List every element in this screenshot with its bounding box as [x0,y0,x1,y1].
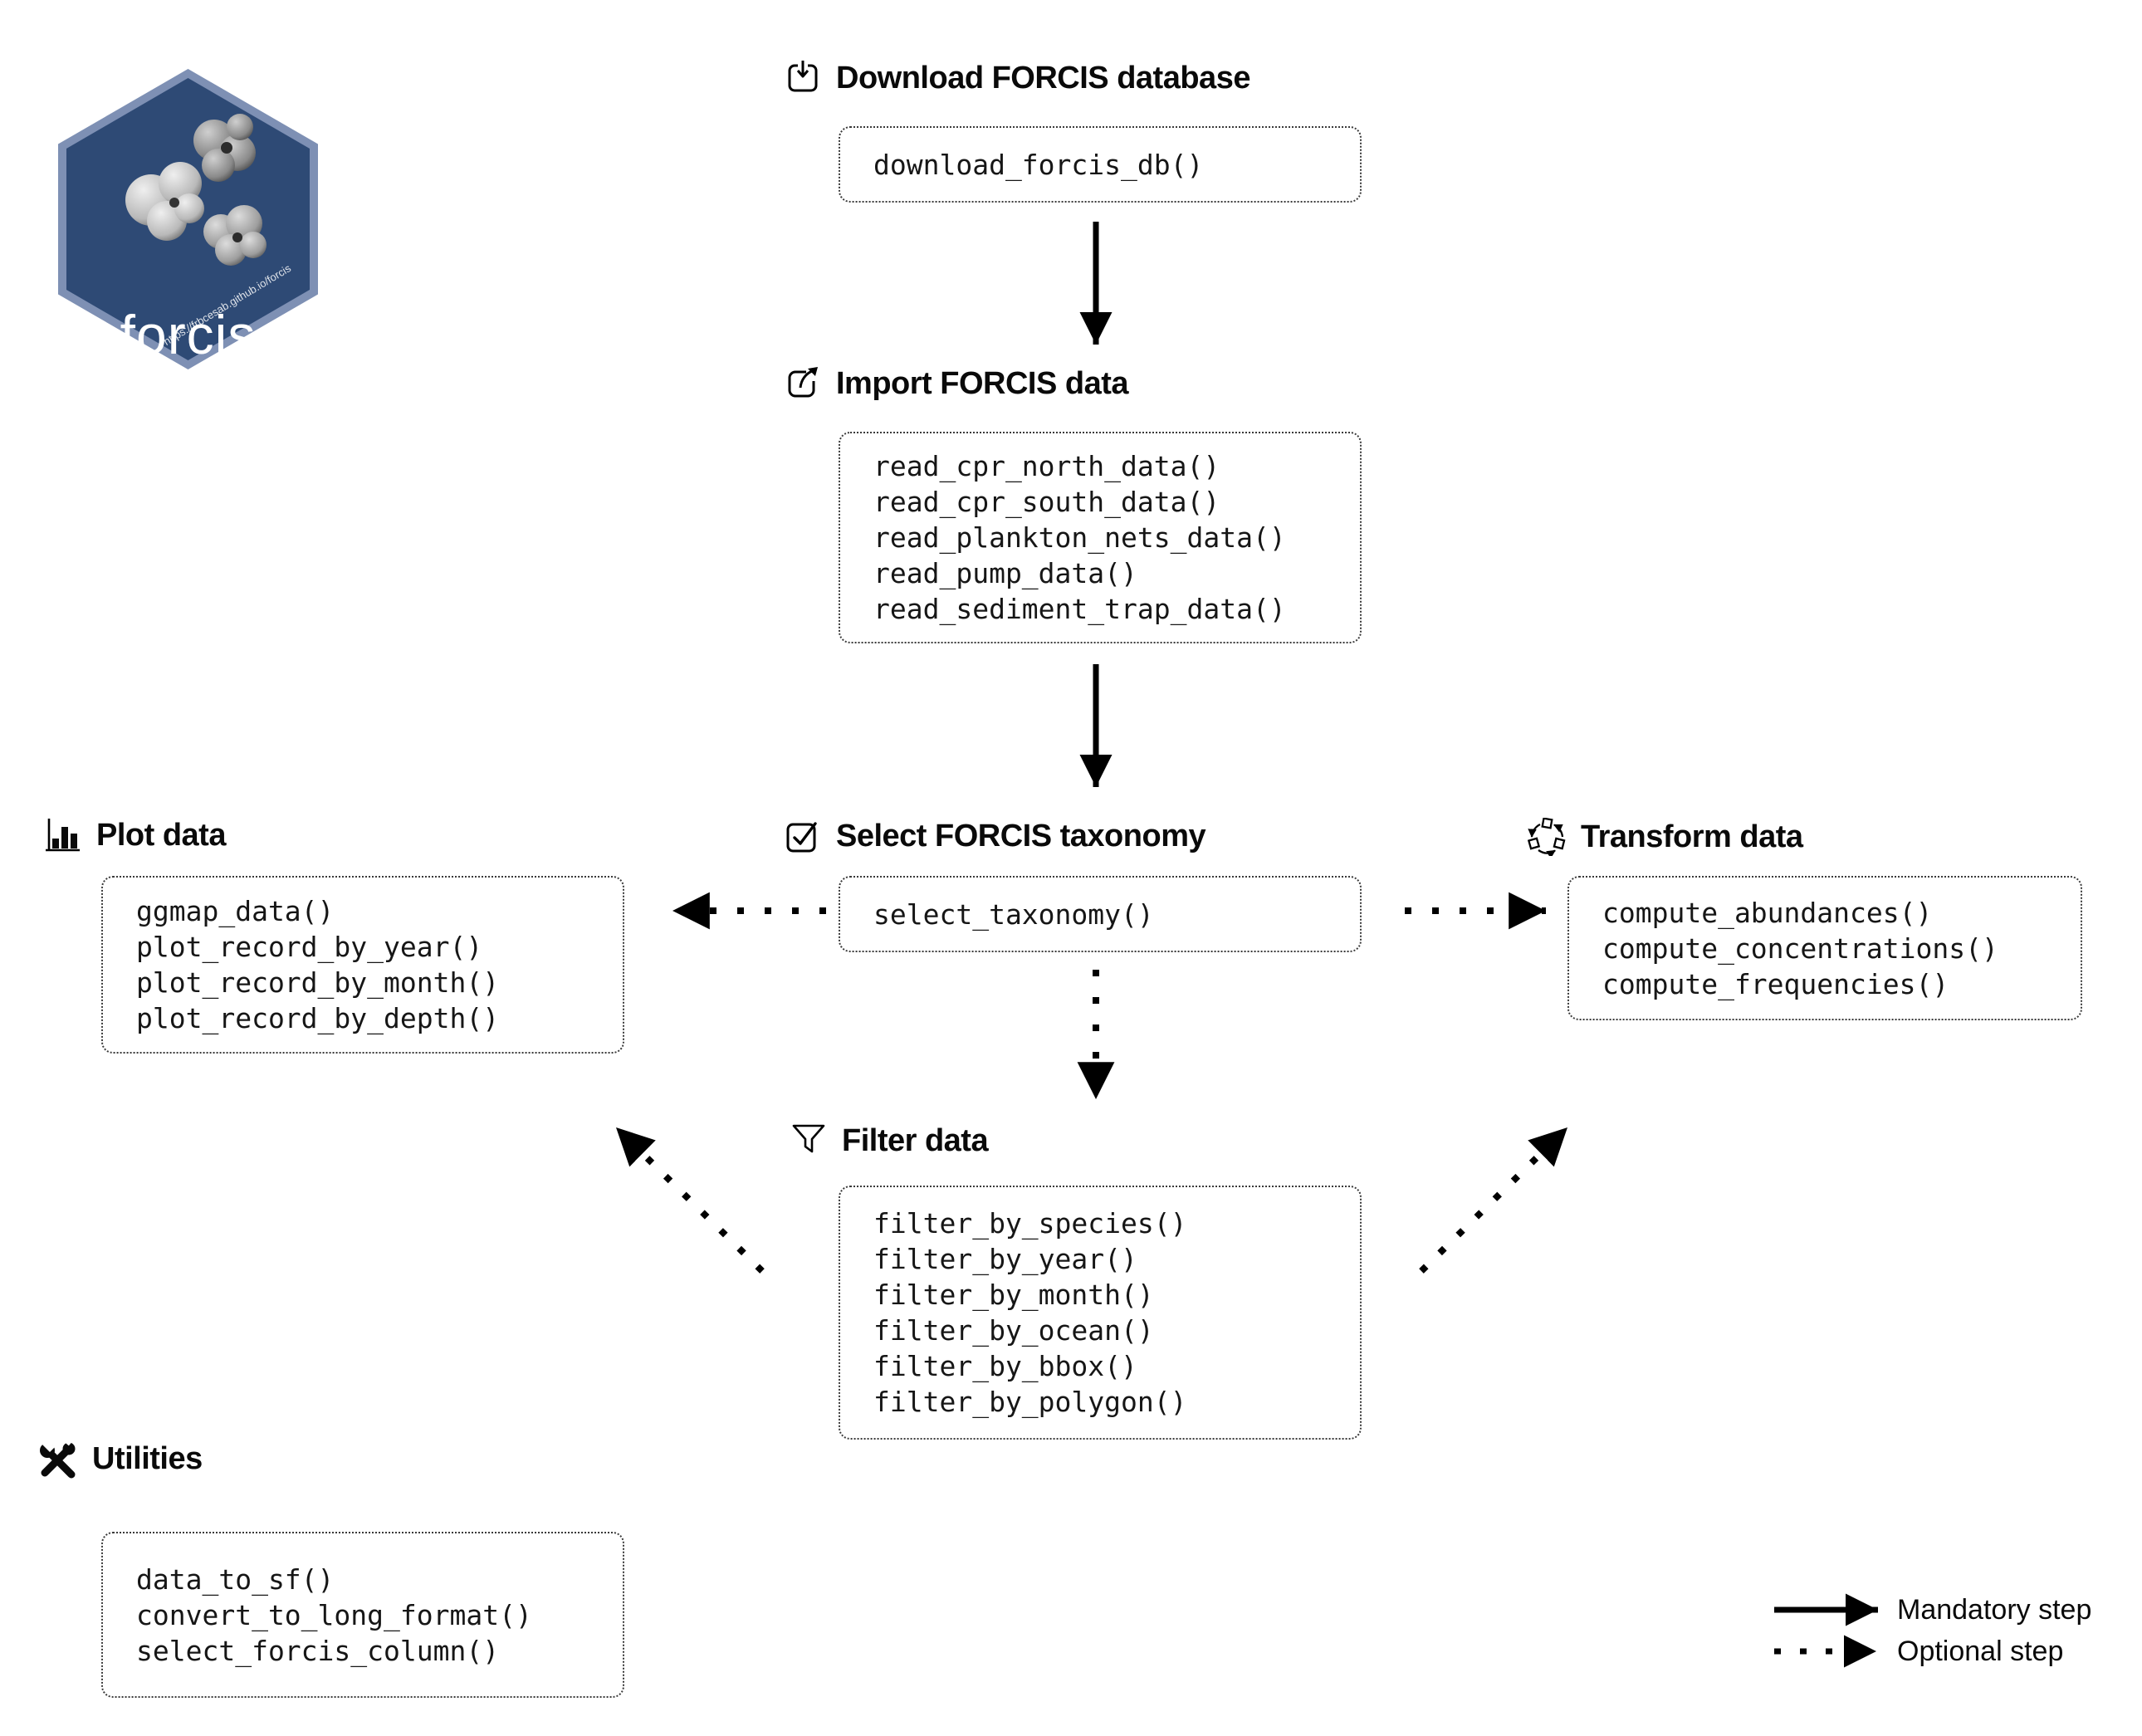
function-name: filter_by_polygon() [873,1386,1187,1418]
section-title-label: Transform data [1581,819,1803,854]
function-name: filter_by_year() [873,1243,1137,1275]
section-title-transform: Transform data [1528,818,1803,856]
function-name: read_cpr_south_data() [873,486,1220,518]
utilities-function-box: data_to_sf()convert_to_long_format()sele… [101,1532,624,1698]
section-title-import: Import FORCIS data [785,365,1129,402]
tools-icon [40,1439,76,1479]
function-name: plot_record_by_month() [136,966,500,999]
section-title-plot: Plot data [43,816,226,854]
section-title-download: Download FORCIS database [785,60,1250,96]
section-title-label: Import FORCIS data [836,365,1129,401]
forcis-hex-logo: forcis https://frbcesab.github.io/forcis [58,69,318,369]
function-name: convert_to_long_format() [136,1598,532,1631]
import-icon [788,367,818,398]
function-name: compute_frequencies() [1602,967,1949,1000]
function-name: filter_by_ocean() [873,1314,1154,1347]
function-name: select_taxonomy() [873,897,1154,931]
function-name: download_forcis_db() [873,148,1204,181]
function-name: filter_by_bbox() [873,1350,1137,1382]
function-name: compute_concentrations() [1602,932,1998,965]
logo-title: forcis [120,304,257,365]
download-icon [788,61,818,92]
function-name: filter_by_species() [873,1207,1187,1240]
function-name: ggmap_data() [136,895,335,927]
funnel-icon [792,1124,825,1153]
transform-function-box: compute_abundances()compute_concentratio… [1567,876,2082,1020]
arrow-filter-to-transform [1419,1125,1570,1274]
function-name: filter_by_month() [873,1279,1154,1311]
foraminifera-illustration [125,114,267,266]
function-name: compute_abundances() [1602,896,1933,929]
section-title-utilities: Utilities [37,1439,203,1479]
section-title-label: Select FORCIS taxonomy [836,818,1206,853]
function-name: data_to_sf() [136,1562,335,1596]
legend-optional-label: Optional step [1897,1636,2064,1667]
bar-chart-icon [46,819,80,852]
cycle-icon [1528,818,1566,856]
section-title-label: Utilities [92,1440,203,1476]
plot-function-box: ggmap_data()plot_record_by_year()plot_re… [101,876,624,1054]
section-title-label: Download FORCIS database [836,60,1250,95]
checkbox-icon [786,822,817,853]
function-name: read_sediment_trap_data() [873,593,1286,625]
section-title-taxonomy: Select FORCIS taxonomy [785,818,1206,854]
download-function-box: download_forcis_db() [839,126,1362,203]
filter-function-box: filter_by_species()filter_by_year()filte… [839,1186,1362,1440]
function-name: read_plankton_nets_data() [873,521,1286,554]
section-title-label: Plot data [96,817,226,853]
function-name: read_cpr_north_data() [873,450,1220,482]
legend-mandatory-label: Mandatory step [1897,1594,2092,1626]
function-name: plot_record_by_depth() [136,1002,500,1034]
section-title-filter: Filter data [790,1122,989,1159]
taxonomy-function-box: select_taxonomy() [839,876,1362,952]
function-name: plot_record_by_year() [136,931,483,963]
section-title-label: Filter data [842,1122,989,1158]
import-function-box: read_cpr_north_data() read_cpr_south_data… [839,432,1362,643]
arrow-filter-to-plot [614,1125,765,1274]
function-name: read_pump_data() [873,557,1137,589]
function-name: select_forcis_column() [136,1634,500,1667]
